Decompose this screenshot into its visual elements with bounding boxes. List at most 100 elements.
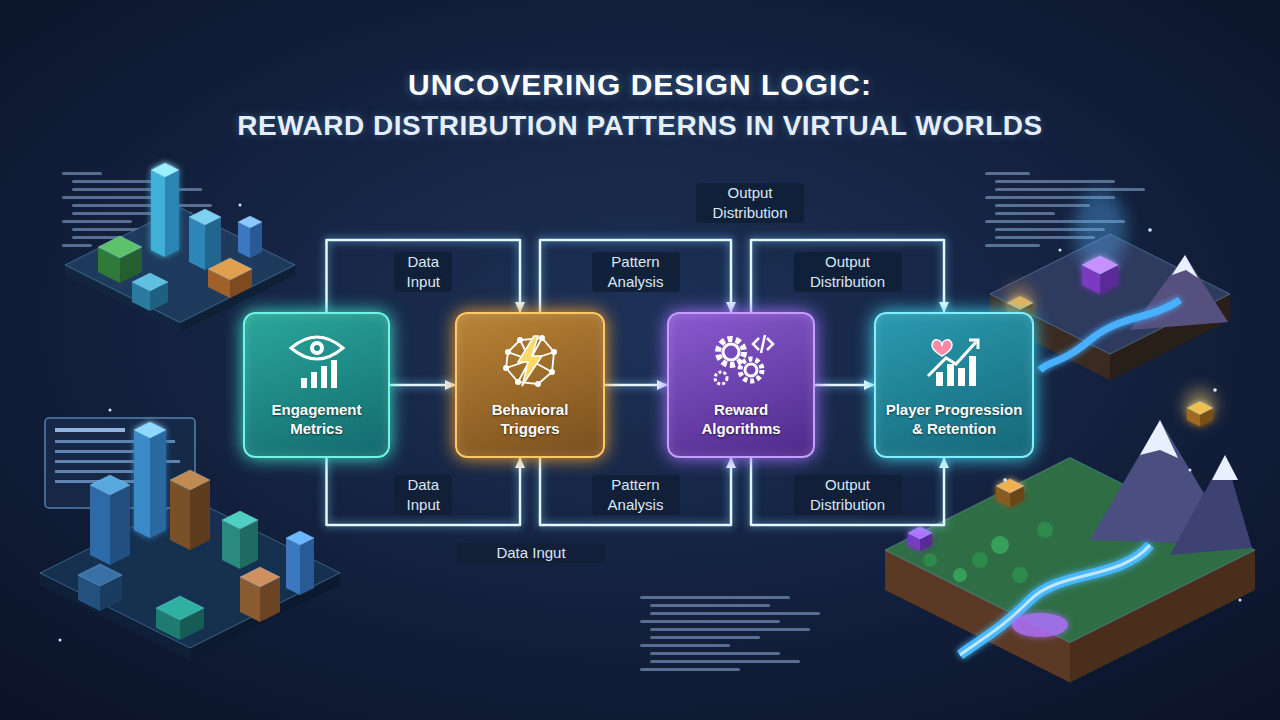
- edge-label: Pattern Analysis: [592, 252, 680, 292]
- iso-block: [908, 527, 932, 551]
- art-polygon: [286, 538, 300, 595]
- edge-label: Output Distribution: [794, 252, 902, 292]
- art-rect: [62, 172, 102, 175]
- art-rect: [650, 612, 820, 615]
- iso-block: [1082, 256, 1118, 294]
- icon-part: [745, 364, 757, 376]
- iso-block: [208, 258, 252, 298]
- icon-part: [503, 335, 557, 387]
- code-snippet: [640, 596, 820, 671]
- box-icon: [922, 332, 986, 390]
- art-rect: [55, 470, 145, 473]
- iso-block: [189, 209, 221, 270]
- edge-label: Pattern Analysis: [592, 475, 680, 515]
- art-rect: [995, 180, 1115, 183]
- box-label: Behavioral Triggers: [465, 400, 595, 438]
- icon-part: [539, 335, 545, 341]
- art-rect: [985, 172, 1030, 175]
- art-rect: [62, 244, 92, 247]
- art-polygon: [156, 596, 204, 620]
- art-rect: [650, 628, 810, 631]
- art-circle: [1148, 228, 1152, 232]
- iso-block: [78, 564, 122, 611]
- art-rect: [985, 244, 1040, 247]
- icon-part: [723, 344, 739, 360]
- art-rect: [640, 644, 730, 647]
- island-scenery: [1006, 190, 1228, 370]
- flow-arrow: [540, 458, 731, 525]
- box-icon: [285, 332, 349, 390]
- art-polygon: [110, 485, 130, 565]
- art-polygon: [132, 273, 168, 291]
- art-rect: [640, 596, 790, 599]
- iso-block: [240, 567, 280, 622]
- diagram-title: UNCOVERING DESIGN LOGIC:: [0, 68, 1280, 102]
- icon-part: [301, 378, 307, 388]
- iso-block: [98, 236, 142, 283]
- box-icon: [498, 332, 562, 390]
- art-polygon: [65, 208, 295, 323]
- iso-block: [1187, 402, 1213, 427]
- art-circle: [1239, 599, 1242, 602]
- iso-block: [134, 422, 166, 538]
- art-circle: [1213, 388, 1217, 392]
- art-polygon: [90, 485, 110, 565]
- art-path: [1040, 300, 1180, 370]
- edge-label: Data Input: [394, 475, 452, 515]
- art-circle: [59, 639, 62, 642]
- art-circle: [239, 204, 242, 207]
- iso-block: [996, 479, 1024, 507]
- icon-part: [715, 372, 727, 384]
- icon-part: [314, 345, 320, 351]
- art-rect: [650, 652, 780, 655]
- icon-part: [518, 336, 542, 386]
- art-rect: [72, 204, 212, 207]
- art-polygon: [1007, 297, 1033, 310]
- art-polygon: [1170, 455, 1252, 555]
- art-polygon: [286, 531, 314, 545]
- icon-part: [310, 341, 324, 355]
- art-polygon: [208, 258, 252, 280]
- flow-arrow: [540, 240, 731, 312]
- art-circle: [1012, 567, 1028, 583]
- art-polygon: [134, 430, 150, 538]
- icon-part: [969, 356, 976, 386]
- iso-block: [151, 163, 179, 257]
- iso-block: [238, 216, 262, 258]
- sparkles: [59, 204, 1242, 642]
- art-circle: [923, 553, 937, 567]
- icon-part: [515, 379, 521, 385]
- art-polygon: [190, 480, 210, 550]
- art-rect: [640, 668, 740, 671]
- art-polygon: [150, 430, 166, 538]
- art-polygon: [238, 216, 262, 228]
- iso-block: [156, 596, 204, 640]
- art-rect: [72, 180, 162, 183]
- icon-part: [503, 365, 509, 371]
- art-polygon: [1140, 420, 1178, 458]
- art-polygon: [908, 527, 932, 539]
- art-polygon: [300, 538, 314, 595]
- icon-part: [535, 381, 541, 387]
- flow-arrow: [815, 384, 874, 387]
- art-polygon: [205, 217, 221, 270]
- box-label: Engagement Metrics: [253, 400, 380, 438]
- art-rect: [650, 636, 760, 639]
- art-circle: [953, 568, 967, 582]
- art-circle: [1189, 469, 1192, 472]
- flow-arrow: [390, 384, 455, 387]
- box-label: Player Progression & Retention: [884, 400, 1024, 438]
- flow-arrow: [751, 240, 944, 312]
- art-circle: [109, 409, 112, 412]
- process-box: Engagement Metrics: [243, 312, 390, 458]
- edge-label: Output Distribution: [794, 475, 902, 515]
- icon-part: [932, 340, 952, 356]
- art-polygon: [151, 170, 165, 257]
- icon-part: [517, 337, 523, 343]
- iso-block: [170, 470, 210, 550]
- box-icon: [709, 332, 773, 390]
- flow-arrow: [751, 458, 944, 525]
- art-polygon: [165, 170, 179, 257]
